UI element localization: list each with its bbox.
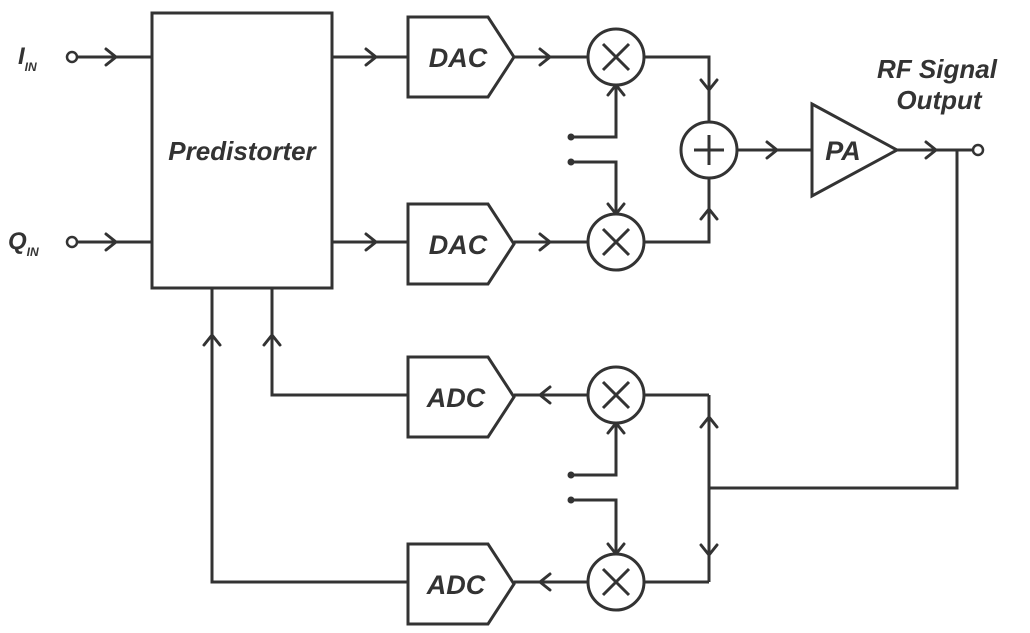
dac-bottom-label: DAC [429, 230, 488, 260]
dac-top-label: DAC [429, 43, 488, 73]
arrow-down-icon [699, 543, 719, 557]
rf-output-terminal [971, 143, 985, 157]
rf-output-label-line1: RF Signal [877, 54, 998, 84]
mixer-tx-i [586, 27, 646, 87]
mixer-rx-i [586, 365, 646, 425]
arrow-right-icon [538, 232, 552, 252]
arrow-right-icon [924, 140, 938, 160]
wire-mixer-summer-top [644, 55, 711, 122]
flow-arrows [104, 47, 938, 592]
wire-lo-lower-a [571, 423, 618, 477]
arrow-down-icon [699, 78, 719, 92]
wire-adc-pred-bottom [210, 288, 408, 584]
multiply-icon [601, 227, 631, 257]
pa-label: PA [825, 136, 861, 166]
wire-feedback-tap [709, 150, 959, 490]
arrow-right-icon [538, 47, 552, 67]
i-input-terminal [65, 50, 79, 64]
arrow-left-icon [538, 385, 552, 405]
mixer-tx-q [586, 212, 646, 272]
wire-lo-lower-b [571, 498, 618, 554]
arrow-right-icon [104, 47, 118, 67]
plus-icon [694, 135, 724, 165]
arrow-up-icon [699, 415, 719, 429]
arrow-right-icon [104, 232, 118, 252]
predistorter-label: Predistorter [168, 136, 317, 166]
wire-lo-upper-b [571, 160, 618, 214]
mixer-rx-q [586, 552, 646, 612]
wire-lo-upper-a [571, 85, 618, 139]
pa-block: PA [810, 101, 901, 199]
dac-top-block: DAC [406, 15, 516, 99]
adc-top-label: ADC [426, 383, 486, 413]
arrow-right-icon [364, 232, 378, 252]
q-input-label: QIN [8, 228, 39, 259]
predistorter-block [150, 11, 334, 290]
arrow-left-icon [538, 572, 552, 592]
multiply-icon [601, 380, 631, 410]
arrow-up-icon [262, 333, 282, 347]
arrow-right-icon [364, 47, 378, 67]
q-input-terminal [65, 235, 79, 249]
dac-bottom-block: DAC [406, 202, 516, 286]
summer-block [679, 120, 739, 180]
arrow-right-icon [765, 140, 779, 160]
multiply-icon [601, 42, 631, 72]
adc-bottom-label: ADC [426, 570, 486, 600]
rf-output-label-line2: Output [896, 85, 983, 115]
wire-adc-pred-top [270, 288, 408, 397]
wire-mixer-summer-bottom [644, 177, 711, 244]
multiply-icon [601, 567, 631, 597]
adc-bottom-block: ADC [406, 542, 516, 626]
adc-top-block: ADC [406, 355, 516, 439]
i-input-label: IIN [18, 43, 37, 74]
arrow-up-icon [699, 207, 719, 221]
arrow-up-icon [202, 333, 222, 347]
